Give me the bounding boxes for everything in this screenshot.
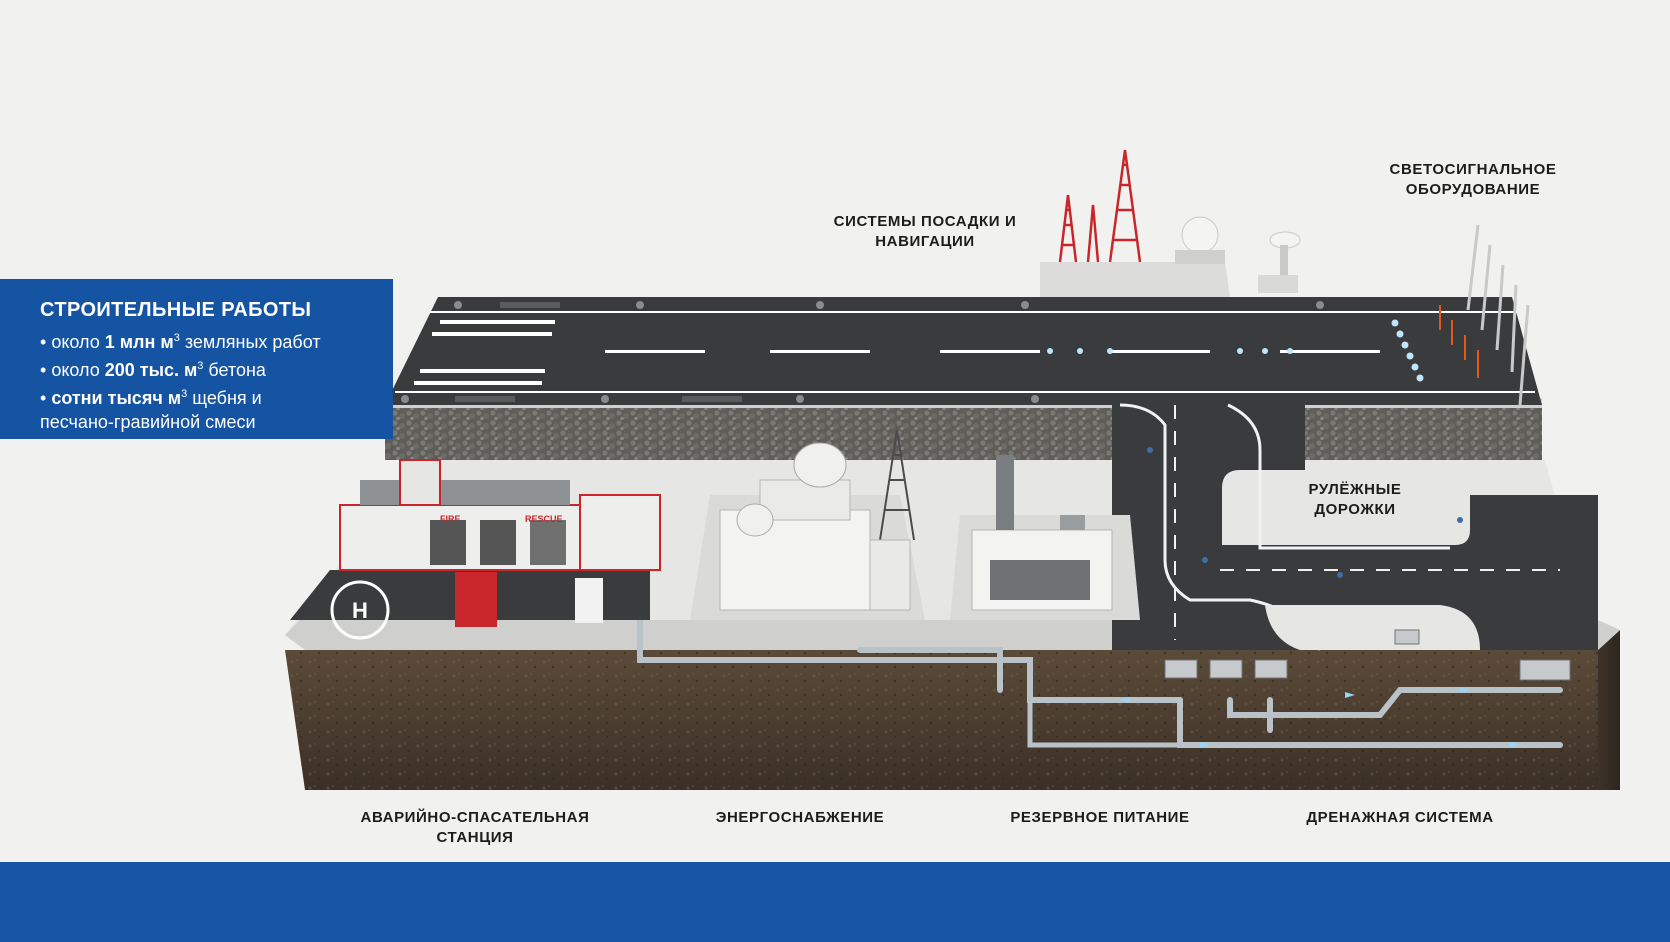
info-line-gravel: • сотни тысяч м3 щебня и: [40, 388, 262, 408]
runway: [385, 297, 1542, 405]
rescue-sign: RESCUE: [525, 514, 563, 524]
construction-works-title: СТРОИТЕЛЬНЫЕ РАБОТЫ: [40, 299, 312, 321]
lighting-equipment: [1439, 224, 1530, 406]
drainage-pipes: [637, 507, 1563, 748]
drainage-grates: [1164, 629, 1571, 681]
navigation-systems: [1040, 149, 1301, 297]
fire-sign: FIRE: [440, 514, 461, 524]
construction-works-box: СТРОИТЕЛЬНЫЕ РАБОТЫ • около 1 млн м3 зем…: [0, 279, 393, 439]
label-lighting-equipment: СВЕТОСИГНАЛЬНОЕ ОБОРУДОВАНИЕ: [1389, 161, 1557, 198]
info-line-earthworks: • около 1 млн м3 земляных работ: [40, 332, 321, 352]
backup-power-building: [950, 455, 1140, 620]
info-line-sand-gravel: песчано-гравийной смеси: [40, 412, 256, 432]
label-rescue-station: АВАРИЙНО-СПАСАТЕЛЬНАЯ СТАНЦИЯ: [360, 809, 590, 846]
label-drainage-system: ДРЕНАЖНАЯ СИСТЕМА: [1306, 809, 1494, 826]
soil-layer: [285, 630, 1620, 790]
info-line-concrete: • около 200 тыс. м3 бетона: [40, 360, 266, 380]
runway-embankment: [385, 398, 1542, 460]
label-landing-navigation: СИСТЕМЫ ПОСАДКИ И НАВИГАЦИИ: [833, 213, 1017, 250]
helipad-label: H: [352, 598, 368, 623]
power-supply-building: [690, 429, 925, 620]
taxiways: [1112, 403, 1598, 651]
flow-arrows: [1120, 687, 1520, 748]
rescue-station: H FIRE RESCUE: [290, 459, 661, 640]
bottom-brand-bar: [0, 862, 1670, 942]
label-power-supply: ЭНЕРГОСНАБЖЕНИЕ: [715, 809, 885, 826]
label-backup-power: РЕЗЕРВНОЕ ПИТАНИЕ: [1010, 809, 1190, 826]
label-taxiways: РУЛЁЖНЫЕ ДОРОЖКИ: [1308, 481, 1402, 518]
